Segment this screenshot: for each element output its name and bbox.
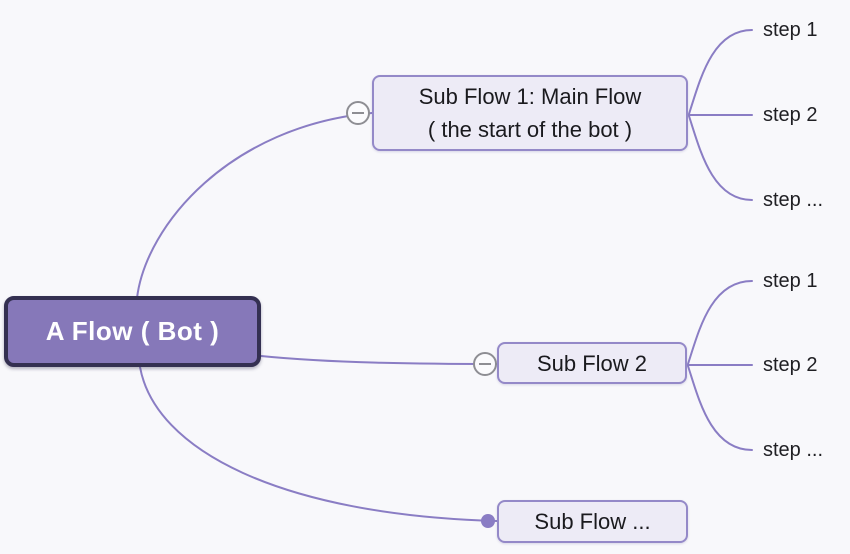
collapse-button-sub-flow-1[interactable] xyxy=(346,101,370,125)
connector-sub-flow-2-to-step-1 xyxy=(687,280,753,365)
minus-icon xyxy=(479,363,491,365)
connector-sub-flow-1-to-step-1 xyxy=(688,29,753,115)
minus-icon xyxy=(352,112,364,114)
node-sub-flow-1-label-line-1: Sub Flow 1: Main Flow xyxy=(418,84,642,109)
root-node-label: A Flow ( Bot ) xyxy=(45,316,220,346)
node-sub-flow-more[interactable]: Sub Flow ... xyxy=(497,500,688,543)
branch-endpoint-dot xyxy=(481,514,495,528)
sub-flow-2-step-more[interactable]: step ... xyxy=(763,439,824,461)
root-node[interactable]: A Flow ( Bot ) xyxy=(4,296,261,367)
sub-flow-2-step-1[interactable]: step 1 xyxy=(763,270,818,292)
node-sub-flow-more-label: Sub Flow ... xyxy=(534,509,651,534)
connector-root-to-sub-flow-more xyxy=(139,366,498,522)
sub-flow-2-step-2[interactable]: step 2 xyxy=(763,354,818,376)
node-sub-flow-1-label-line-2: ( the start of the bot ) xyxy=(427,117,633,142)
node-sub-flow-1[interactable]: Sub Flow 1: Main Flow ( the start of the… xyxy=(372,75,688,151)
connector-sub-flow-1-to-step-3 xyxy=(688,115,753,201)
sub-flow-1-step-2[interactable]: step 2 xyxy=(763,104,818,126)
node-sub-flow-2-label: Sub Flow 2 xyxy=(536,350,648,376)
sub-flow-1-step-1[interactable]: step 1 xyxy=(763,19,818,41)
connector-root-to-sub-flow-1 xyxy=(136,112,373,299)
connector-sub-flow-2-to-step-3 xyxy=(687,365,753,451)
node-sub-flow-2[interactable]: Sub Flow 2 xyxy=(497,342,687,384)
collapse-button-sub-flow-2[interactable] xyxy=(473,352,497,376)
sub-flow-1-step-more[interactable]: step ... xyxy=(763,189,824,211)
connector-root-to-sub-flow-2 xyxy=(260,355,498,365)
